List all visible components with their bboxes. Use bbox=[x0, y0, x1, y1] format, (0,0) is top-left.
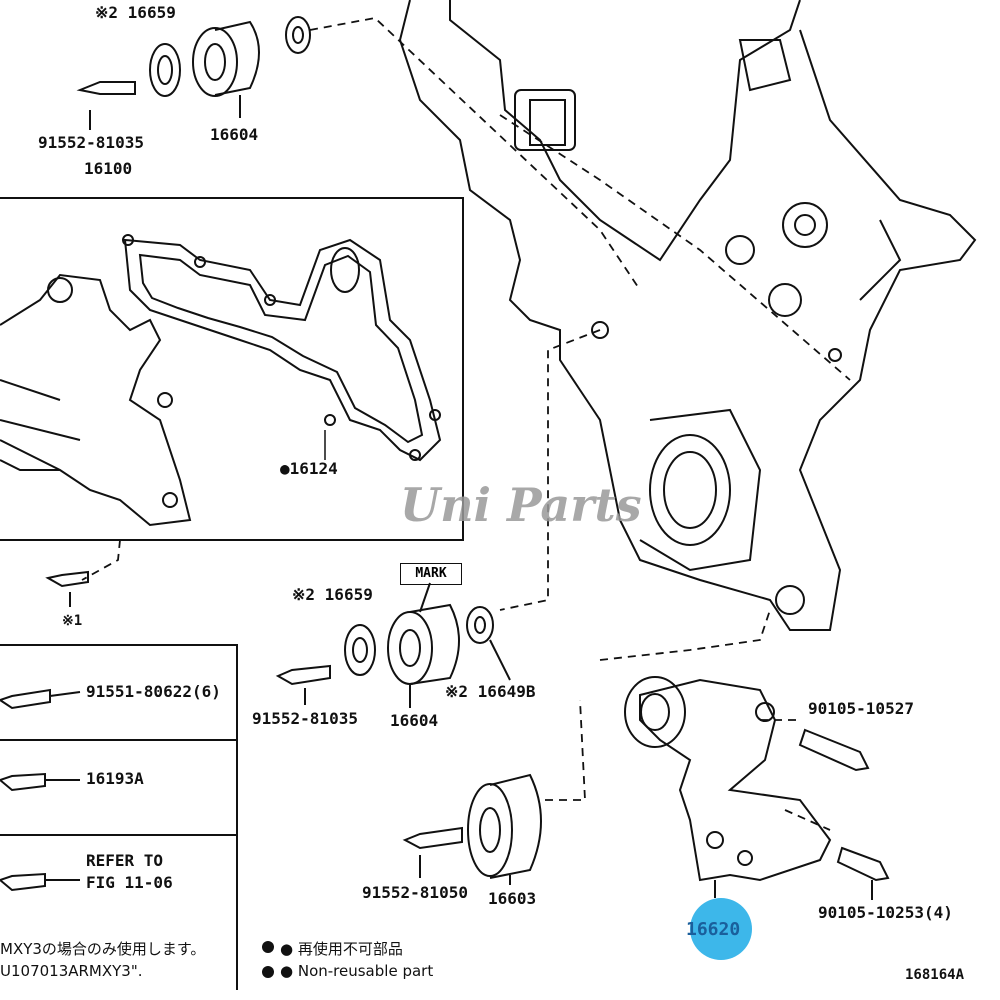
label-fig-11-06: FIG 11-06 bbox=[86, 873, 173, 892]
label-note-1: ※1 bbox=[62, 613, 83, 629]
bolt-refer bbox=[0, 872, 80, 892]
idler-16604-mid bbox=[409, 603, 460, 685]
gasket-16124 bbox=[123, 238, 442, 462]
label-16620: 16620 bbox=[686, 919, 741, 940]
timing-cover-outline bbox=[398, 0, 977, 631]
label-16100: 16100 bbox=[84, 159, 133, 178]
cover-boss-1 bbox=[725, 235, 755, 265]
washer-16659-mid bbox=[344, 624, 376, 676]
note-jp-right: ● 再使用不可部品 bbox=[280, 940, 403, 958]
note-jp-left: MXY3の場合のみ使用します。 bbox=[0, 940, 206, 958]
bolt-16193A bbox=[0, 772, 80, 792]
cover-boss-2 bbox=[782, 202, 828, 248]
label-91551-80622: 91551-80622(6) bbox=[86, 682, 221, 701]
idler-16604-top bbox=[214, 20, 260, 96]
water-pump-box bbox=[0, 197, 464, 541]
label-refer-to: REFER TO bbox=[86, 851, 164, 870]
crank-seal bbox=[649, 434, 731, 546]
label-91552-81050: 91552-81050 bbox=[362, 883, 468, 902]
label-16603: 16603 bbox=[488, 889, 537, 908]
cover-16649B bbox=[466, 606, 494, 644]
note-jp-left-2: U107013ARMXY3". bbox=[0, 962, 143, 980]
note-non-reusable: ● Non-reusable part bbox=[280, 962, 434, 980]
washer-16659-top bbox=[149, 43, 181, 97]
bolt-90105-10253 bbox=[836, 846, 890, 882]
label-91552-81035-mid: 91552-81035 bbox=[252, 709, 358, 728]
highlight-circle bbox=[690, 898, 752, 960]
bolt-90105-10527 bbox=[798, 728, 870, 772]
bolt-1 bbox=[45, 570, 89, 588]
cover-window bbox=[514, 89, 576, 151]
label-90105-10253: 90105-10253(4) bbox=[818, 903, 953, 922]
label-90105-10527: 90105-10527 bbox=[808, 699, 914, 718]
bolt-91552-81035-top bbox=[76, 81, 136, 95]
label-16604-top: 16604 bbox=[210, 125, 259, 144]
pulley-16603 bbox=[489, 773, 542, 879]
label-16649B: ※2 16649B bbox=[445, 682, 536, 701]
figure-id: 168164A bbox=[905, 967, 965, 983]
dust-cover-top bbox=[285, 16, 311, 54]
bolt-table bbox=[0, 644, 238, 990]
bolt-91551-80622 bbox=[0, 688, 81, 710]
label-16604-mid: 16604 bbox=[390, 711, 439, 730]
label-16659-mid: ※2 16659 bbox=[292, 585, 373, 604]
watermark: Uni Parts bbox=[400, 478, 642, 532]
label-91552-81035-top: 91552-81035 bbox=[38, 133, 144, 152]
bolt-91552-81035-mid bbox=[275, 664, 331, 686]
bolt-91552-81050 bbox=[402, 826, 463, 850]
label-16659-top: ※2 16659 bbox=[95, 3, 176, 22]
label-16193A: 16193A bbox=[86, 769, 144, 788]
mark-box: MARK bbox=[400, 563, 462, 585]
water-pump-body bbox=[0, 273, 192, 527]
label-16124: ●16124 bbox=[280, 459, 338, 478]
